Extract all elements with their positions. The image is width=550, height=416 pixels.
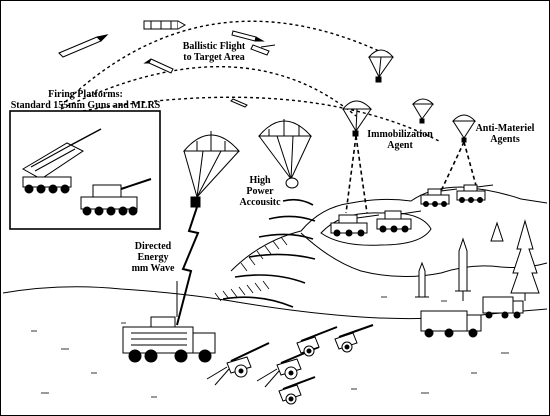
label-acoustic-line3: Accousitc [235, 197, 285, 208]
parachute-directed-energy [184, 131, 239, 207]
label-directed-energy-line1: Directed [121, 241, 185, 252]
projectile-left [59, 35, 107, 57]
gun-3 [297, 327, 337, 356]
slope-hatching [215, 237, 287, 301]
label-ballistic-flight: Ballistic Flight to Target Area [169, 41, 259, 63]
target-tanks [331, 185, 493, 236]
label-high-power-acoustic: High Power Accousitc [235, 175, 285, 208]
label-directed-energy-line3: mm Wave [121, 263, 185, 274]
tree-right [511, 221, 539, 293]
tank-target-4 [457, 185, 493, 203]
tank-target-2 [377, 211, 421, 232]
label-ballistic-flight-line2: to Target Area [169, 52, 259, 63]
label-anti-materiel-line1: Anti-Materiel [469, 123, 541, 134]
gun-1 [207, 343, 269, 385]
label-immobilization-line2: Agent [363, 140, 437, 151]
tank-target-3 [421, 189, 457, 207]
label-immobilization-line1: Immobilization [363, 129, 437, 140]
label-firing-platforms-line1: Firing Platforms: [3, 89, 168, 100]
label-acoustic-line2: Power [235, 186, 285, 197]
acoustic-waves [223, 200, 315, 307]
parachute-small-right [413, 99, 433, 123]
tank-target-1 [331, 215, 379, 236]
missile-launchers [415, 239, 471, 301]
label-anti-materiel-line2: Agents [469, 134, 541, 145]
projectile-right-top [232, 31, 263, 41]
label-directed-energy: Directed Energy mm Wave [121, 241, 185, 274]
projectile-small [231, 99, 247, 107]
projectile-top [144, 21, 185, 29]
trees [491, 221, 539, 301]
label-immobilization-agent: Immobilization Agent [363, 129, 437, 151]
label-directed-energy-line2: Energy [121, 252, 185, 263]
missile-1 [455, 239, 471, 301]
artillery-guns [207, 325, 373, 404]
label-acoustic-line1: High [235, 175, 285, 186]
firing-platforms-inset [10, 111, 160, 229]
parachute-small-top [369, 50, 393, 82]
gun-5 [279, 377, 315, 404]
gun-4 [335, 325, 373, 352]
missile-2 [415, 263, 429, 297]
label-ballistic-flight-line1: Ballistic Flight [169, 41, 259, 52]
truck-right-1 [421, 311, 481, 337]
label-firing-platforms: Firing Platforms: Standard 155mm Guns an… [3, 89, 168, 111]
label-anti-materiel-agents: Anti-Materiel Agents [469, 123, 541, 145]
tree-mid [491, 223, 503, 241]
label-firing-platforms-line2: Standard 155mm Guns and MLRS [3, 100, 168, 111]
truck-right-2 [483, 297, 523, 318]
